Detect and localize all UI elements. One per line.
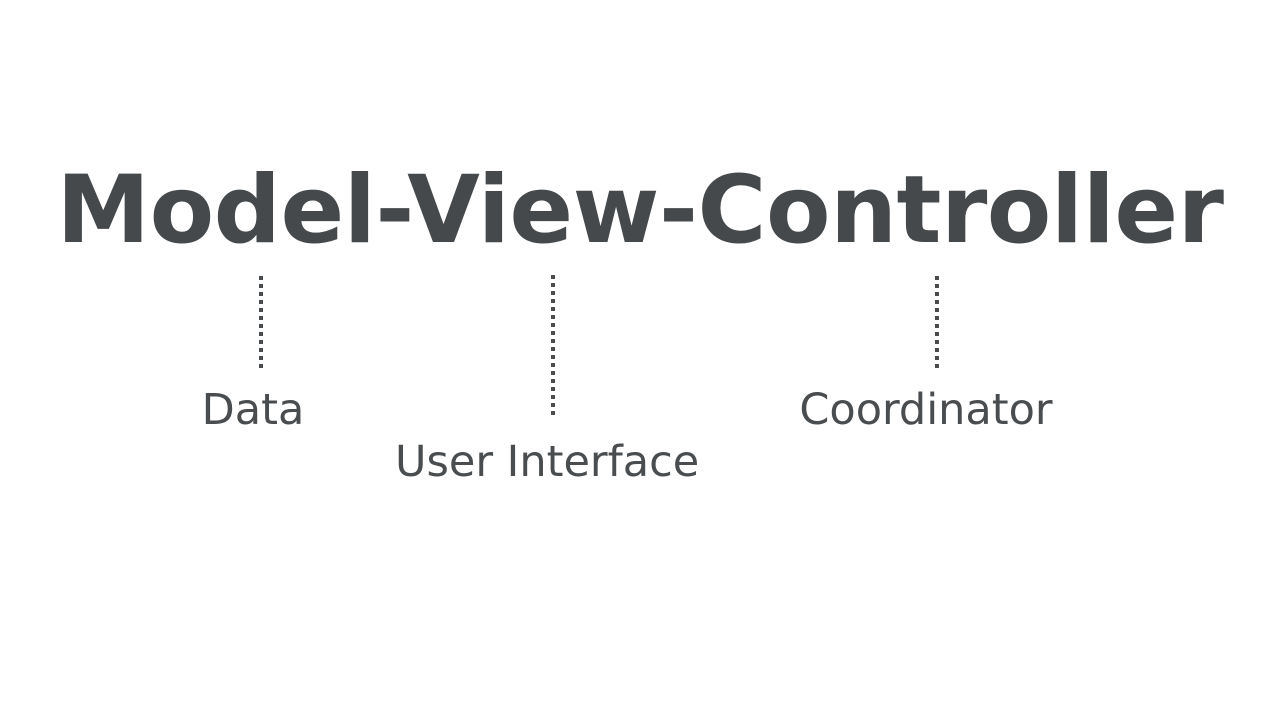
- annotation-label-model: Data: [201, 385, 305, 435]
- connector-line-controller: [935, 276, 939, 368]
- connector-line-view: [551, 275, 555, 419]
- page-title: Model-View-Controller: [56, 156, 1224, 265]
- annotation-label-view: User Interface: [395, 437, 700, 487]
- connector-line-model: [259, 276, 263, 368]
- annotation-label-controller: Coordinator: [799, 385, 1053, 435]
